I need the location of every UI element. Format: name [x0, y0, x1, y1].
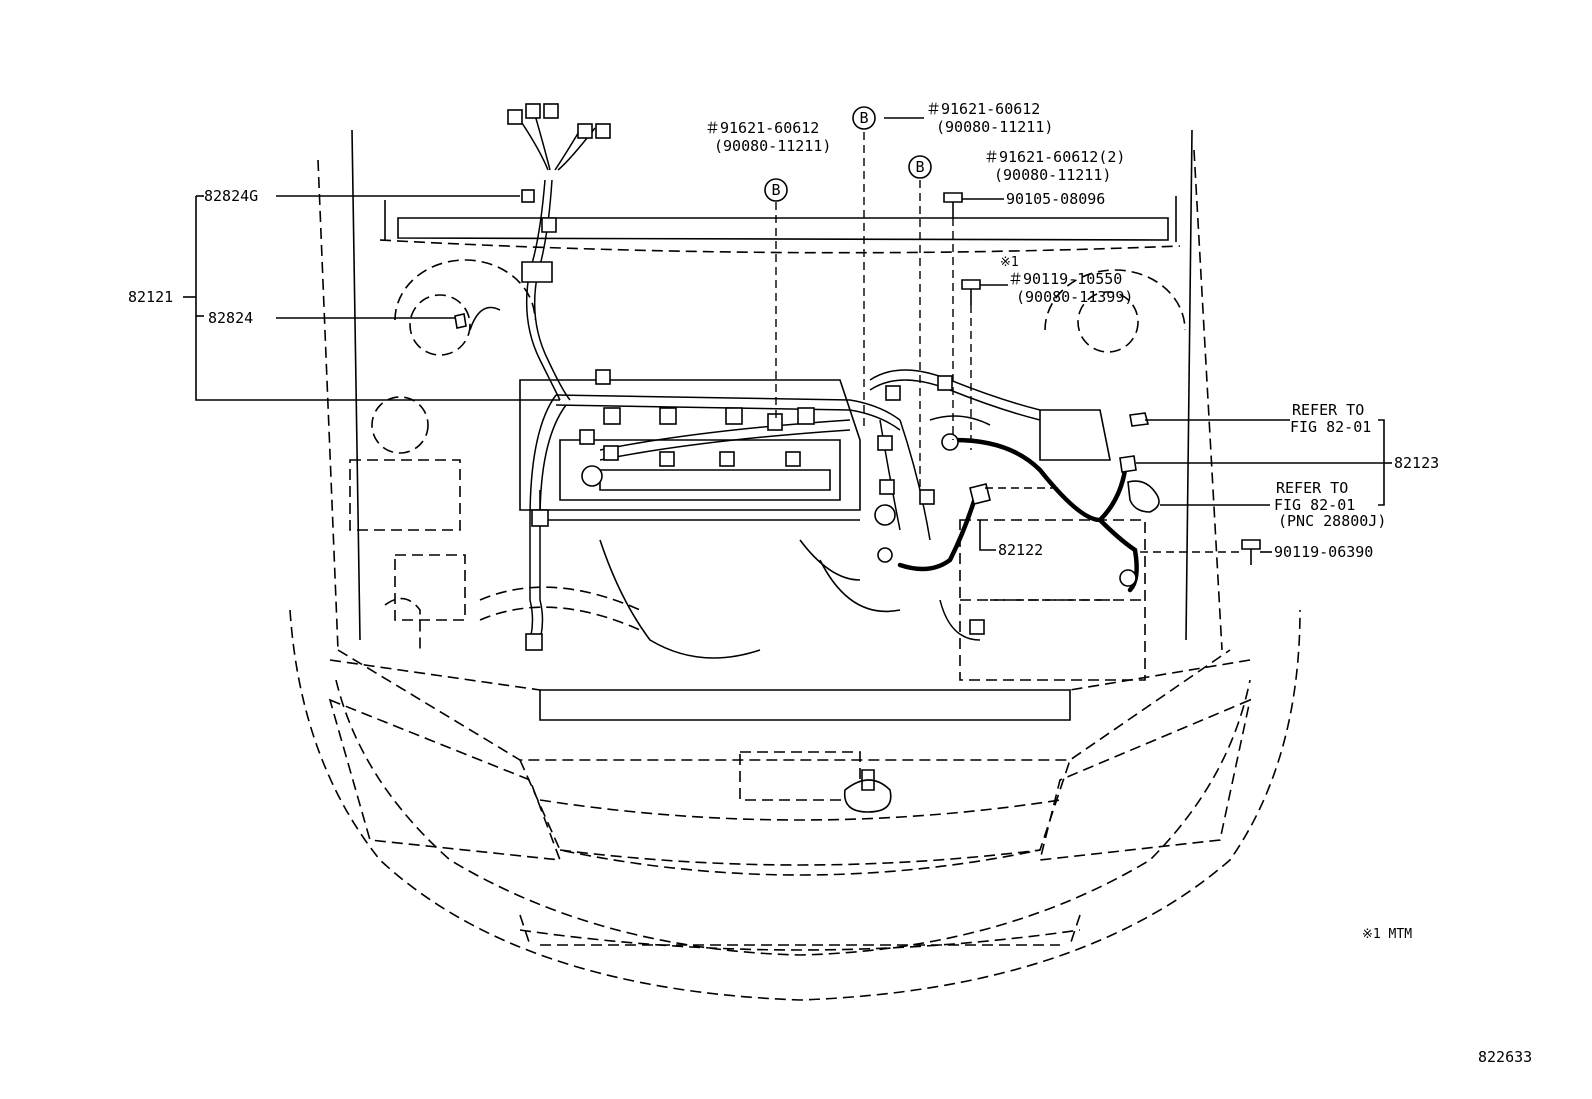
- leader-lines: [183, 117, 1392, 601]
- engine-wire-harness: [454, 103, 1041, 651]
- battery-cables: [877, 412, 1160, 593]
- callout-b1-line2: (90080-11211): [714, 137, 831, 155]
- label-bolt-90105-08096: 90105-08096: [1006, 190, 1105, 208]
- figure-id: 822633: [1478, 1048, 1532, 1066]
- callout-mtm-line2: (90080-11399): [1016, 288, 1133, 306]
- circle-b-markers: B B B: [764, 106, 932, 202]
- circle-b-marker-3: [908, 155, 932, 179]
- label-82121: 82121: [128, 288, 173, 306]
- refer1-line2: FIG 82-01: [1290, 418, 1371, 436]
- callout-b2-line2: (90080-11211): [936, 118, 1053, 136]
- label-82824G: 82824G: [204, 187, 258, 205]
- circle-b-marker-2: [764, 178, 788, 202]
- refer2-line3: (PNC 28800J): [1278, 512, 1386, 530]
- label-bolt-90119-06390: 90119-06390: [1274, 543, 1373, 561]
- callout-b1-line1: ＃91621-60612: [705, 119, 819, 137]
- callout-b2-line1: ＃91621-60612: [926, 100, 1040, 118]
- label-mtm-mark: ※1: [1000, 255, 1019, 270]
- refer2-line1: REFER TO: [1276, 479, 1348, 497]
- part-labels: 82824G 82121 82824 ＃91621-60612 (90080-1…: [128, 100, 1532, 1066]
- label-82123: 82123: [1394, 454, 1439, 472]
- vehicle-outline: [289, 129, 1301, 1001]
- callout-mtm-line1: ＃90119-10550: [1008, 270, 1122, 288]
- bolt-icons: [943, 192, 1261, 565]
- refer1-line1: REFER TO: [1292, 401, 1364, 419]
- label-82824: 82824: [208, 309, 253, 327]
- circle-b-marker-1: [852, 106, 876, 130]
- circle-b-text-3: B: [915, 158, 924, 176]
- circle-b-text-2: B: [771, 181, 780, 199]
- footnote-mtm: ※1 MTM: [1362, 927, 1412, 942]
- callout-b3-line1: ＃91621-60612(2): [984, 148, 1125, 166]
- label-82122: 82122: [998, 541, 1043, 559]
- refer2-line2: FIG 82-01: [1274, 496, 1355, 514]
- callout-b3-line2: (90080-11211): [994, 166, 1111, 184]
- circle-b-text-1: B: [859, 109, 868, 127]
